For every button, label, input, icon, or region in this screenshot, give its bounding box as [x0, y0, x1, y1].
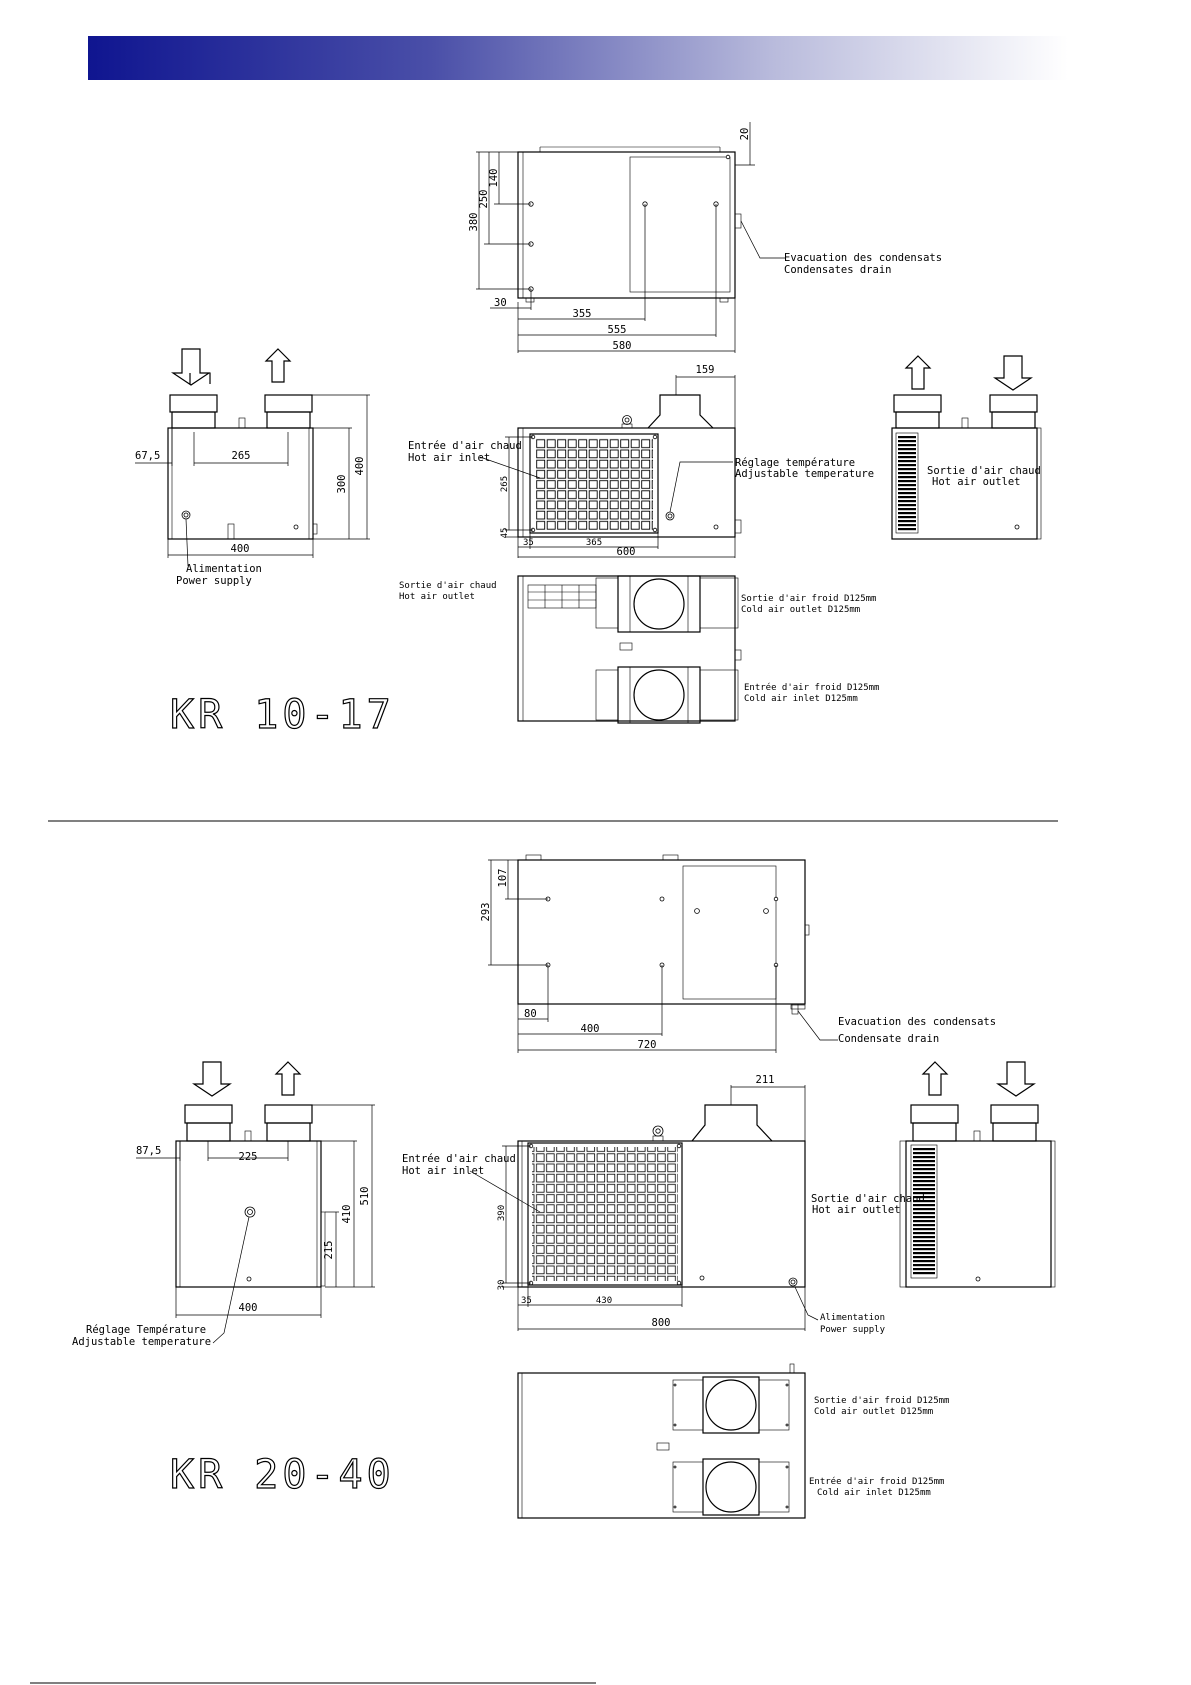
kr1017-left-dim-400h: 400	[354, 457, 366, 476]
kr1017-left-dim-265: 265	[232, 450, 251, 462]
kr1017-top-view: 380 250 140 20 30 355 555 580 Evacuation…	[468, 122, 942, 353]
kr2040-left-dim-875: 87,5	[136, 1145, 161, 1157]
kr2040-left-dim-510: 510	[359, 1187, 371, 1206]
kr1017-cold-inlet-label-en: Cold air inlet D125mm	[744, 694, 858, 704]
kr2040-top-dim-720: 720	[638, 1039, 657, 1051]
kr1017-top-dim-380: 380	[468, 213, 480, 232]
kr2040-front-view: 211 390 30 35 430 800 Entrée d'air chaud…	[402, 1074, 925, 1335]
kr2040-cold-inlet-label-fr: Entrée d'air froid D125mm	[809, 1476, 944, 1487]
kr1017-front-dim-35: 35	[523, 538, 534, 548]
kr1017-back-view: Sortie d'air chaud Hot air outlet Sortie…	[399, 575, 879, 724]
kr1017-left-dim-675: 67,5	[135, 450, 160, 462]
kr1017-cold-outlet-label-en: Cold air outlet D125mm	[741, 605, 860, 615]
kr2040-power-label-en: Power supply	[820, 1325, 886, 1335]
kr2040-left-dim-410: 410	[341, 1205, 353, 1224]
kr1017-temp-label-fr: Réglage température	[735, 457, 855, 469]
kr1017-top-dim-355: 355	[573, 308, 592, 320]
kr1017-front-dim-600: 600	[617, 546, 636, 558]
kr2040-model-label: KR 20-40	[170, 1452, 395, 1498]
kr2040-top-dim-80: 80	[524, 1008, 537, 1020]
kr1017-left-dim-400w: 400	[231, 543, 250, 555]
kr2040-front-dim-35: 35	[521, 1296, 532, 1306]
kr1017-top-dim-20: 20	[739, 128, 751, 141]
kr2040-power-label-fr: Alimentation	[820, 1313, 885, 1323]
kr1017-section: 380 250 140 20 30 355 555 580 Evacuation…	[135, 122, 1042, 739]
kr1017-hot-inlet-label-en: Hot air inlet	[408, 452, 490, 464]
kr2040-temp-label-en: Adjustable temperature	[72, 1336, 211, 1348]
kr2040-cold-outlet-label-fr: Sortie d'air froid D125mm	[814, 1396, 949, 1406]
kr1017-left-view: 67,5 265 300 400 400 Alimentation Power …	[135, 348, 395, 739]
kr2040-drain-label-en: Condensate drain	[838, 1033, 939, 1045]
kr2040-front-dim-211: 211	[756, 1074, 775, 1086]
kr1017-front-dim-159: 159	[696, 364, 715, 376]
kr2040-back-view: Sortie d'air froid D125mm Cold air outle…	[517, 1363, 949, 1519]
kr2040-front-dim-30: 30	[497, 1280, 507, 1291]
kr2040-hot-outlet-label-en: Hot air outlet	[812, 1204, 901, 1216]
kr1017-front-dim-365: 365	[586, 538, 602, 548]
kr2040-front-dim-800: 800	[652, 1317, 671, 1329]
kr2040-hot-outlet-label-fr: Sortie d'air chaud	[811, 1193, 925, 1205]
kr1017-hot-inlet-label-fr: Entrée d'air chaud	[408, 440, 522, 452]
kr2040-top-view: 293 107 80 400 720 Evacuation des conden…	[480, 854, 996, 1053]
kr1017-drain-label-fr: Evacuation des condensats	[784, 252, 942, 264]
kr1017-hot-outlet-label-en: Hot air outlet	[932, 476, 1021, 488]
kr1017-top-dim-580: 580	[613, 340, 632, 352]
kr2040-hot-inlet-label-fr: Entrée d'air chaud	[402, 1153, 516, 1165]
kr2040-left-dim-215: 215	[323, 1241, 335, 1260]
kr2040-cold-outlet-label-en: Cold air outlet D125mm	[814, 1407, 933, 1417]
kr2040-hot-inlet-label-en: Hot air inlet	[402, 1165, 484, 1177]
kr2040-temp-label-fr: Réglage Température	[86, 1324, 206, 1336]
kr1017-right-view: Sortie d'air chaud Hot air outlet	[891, 355, 1042, 540]
kr2040-top-dim-400: 400	[581, 1023, 600, 1035]
kr1017-back-hot-label-fr: Sortie d'air chaud	[399, 581, 497, 591]
kr2040-front-dim-390: 390	[497, 1205, 507, 1221]
kr2040-right-view	[899, 1061, 1056, 1288]
kr2040-left-dim-400w: 400	[239, 1302, 258, 1314]
kr2040-section: 293 107 80 400 720 Evacuation des conden…	[72, 854, 1056, 1519]
kr1017-top-dim-30: 30	[494, 297, 507, 309]
kr1017-front-dim-45: 45	[500, 528, 510, 539]
kr1017-back-hot-label-en: Hot air outlet	[399, 592, 475, 602]
kr1017-power-label-fr: Alimentation	[186, 563, 262, 575]
kr1017-top-dim-250: 250	[478, 190, 490, 209]
kr1017-front-view: 159 265 45 35 365 600 Entrée d'air chaud…	[408, 364, 874, 558]
kr1017-left-dim-300: 300	[336, 475, 348, 494]
kr1017-drain-label-en: Condensates drain	[784, 264, 891, 276]
kr1017-hot-outlet-label-fr: Sortie d'air chaud	[927, 465, 1041, 477]
kr1017-power-label-en: Power supply	[176, 575, 252, 587]
kr2040-left-dim-225: 225	[239, 1151, 258, 1163]
kr1017-top-dim-140: 140	[488, 169, 500, 188]
kr1017-model-label: KR 10-17	[170, 692, 395, 738]
kr1017-front-dim-265: 265	[500, 476, 510, 492]
kr1017-top-dim-555: 555	[608, 324, 627, 336]
kr1017-cold-inlet-label-fr: Entrée d'air froid D125mm	[744, 682, 879, 693]
header-gradient-bar	[88, 36, 1068, 80]
kr2040-drain-label-fr: Evacuation des condensats	[838, 1016, 996, 1028]
kr2040-top-dim-107: 107	[497, 869, 509, 888]
kr1017-temp-label-en: Adjustable temperature	[735, 468, 874, 480]
kr1017-cold-outlet-label-fr: Sortie d'air froid D125mm	[741, 594, 876, 604]
kr2040-cold-inlet-label-en: Cold air inlet D125mm	[817, 1488, 931, 1498]
kr2040-left-view: 87,5 225 215 410 510 400 Réglage Tempéra…	[72, 1061, 395, 1499]
kr2040-front-dim-430: 430	[596, 1296, 612, 1306]
kr2040-top-dim-293: 293	[480, 903, 492, 922]
